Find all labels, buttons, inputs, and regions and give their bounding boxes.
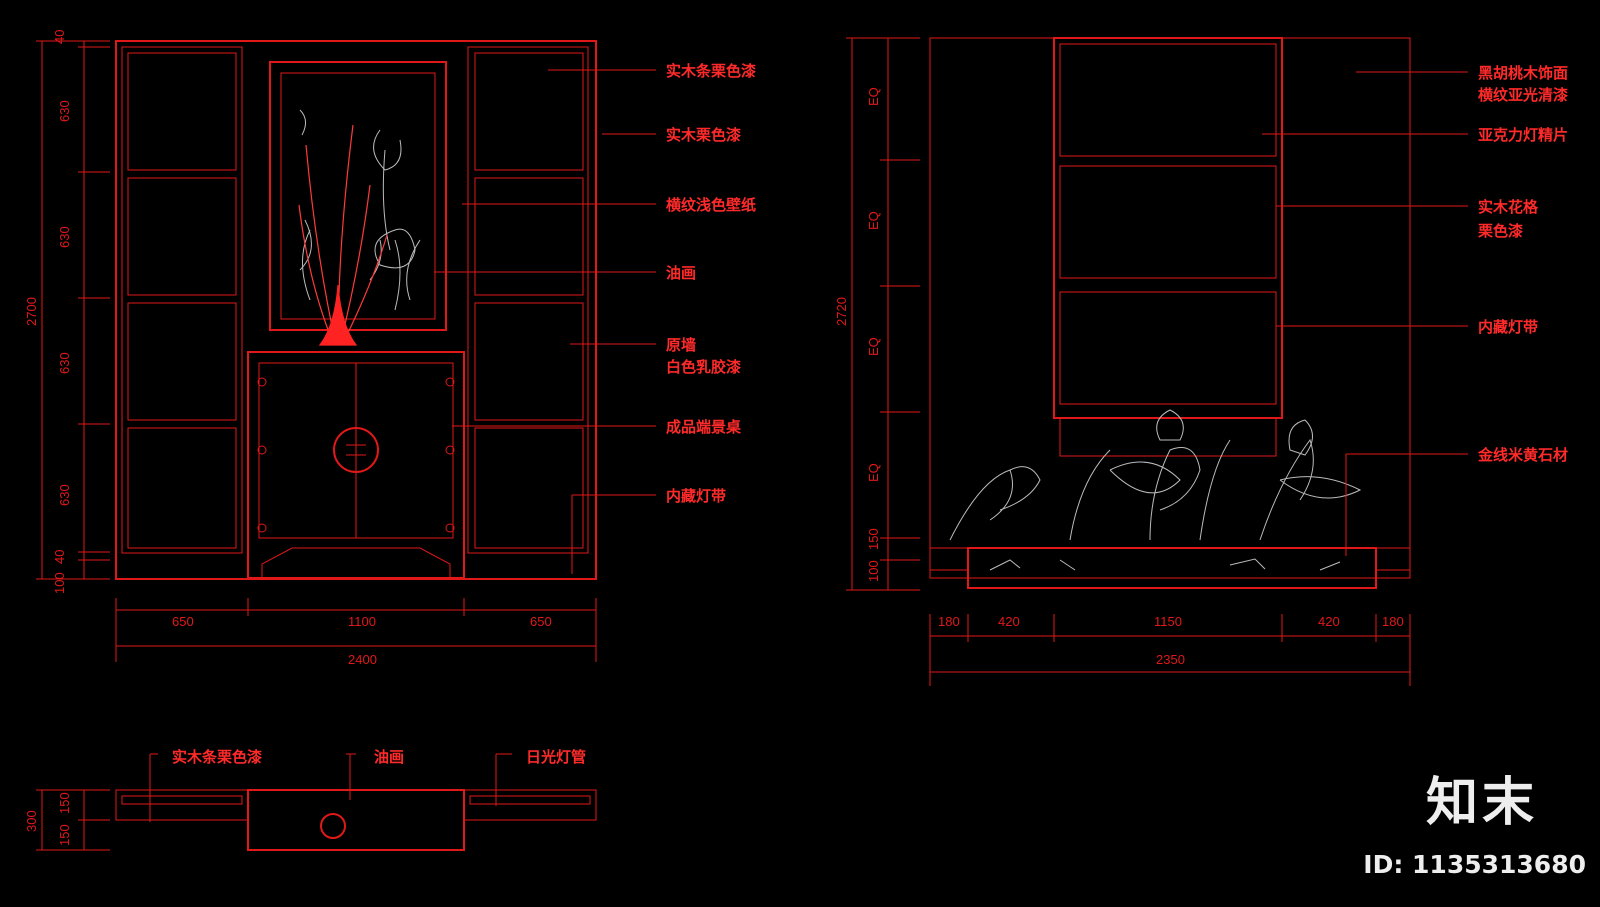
watermark-id: ID: 1135313680: [1363, 850, 1586, 879]
svg-text:630: 630: [57, 100, 72, 122]
svg-text:EQ: EQ: [866, 211, 881, 230]
label-1: 实木条栗色漆: [666, 62, 756, 80]
svg-text:1100: 1100: [348, 614, 376, 629]
svg-text:630: 630: [57, 226, 72, 248]
svg-text:180: 180: [1382, 614, 1404, 629]
label-3: 亚克力灯精片: [1478, 126, 1568, 144]
svg-text:150: 150: [57, 792, 72, 814]
svg-text:150: 150: [57, 824, 72, 846]
right-vertical-dims: EQ EQ EQ EQ 150 100 2720: [834, 87, 881, 582]
svg-text:2720: 2720: [834, 297, 849, 326]
svg-text:2700: 2700: [24, 297, 39, 326]
left-panel-frame: [121, 46, 243, 554]
label-6: 内藏灯带: [1478, 318, 1538, 336]
right-horizontal-dims: 180 420 1150 420 180 2350: [938, 614, 1404, 667]
left-labels: 实木条栗色漆 实木栗色漆 横纹浅色壁纸 油画 原墙 白色乳胶漆 成品端景桌 内藏…: [666, 62, 756, 505]
label-2: 横纹亚光清漆: [1478, 86, 1568, 104]
svg-text:EQ: EQ: [866, 87, 881, 106]
plan-labels: 实木条栗色漆 油画 日光灯管 150 150 300: [24, 748, 586, 846]
label-7: 成品端景桌: [666, 418, 742, 436]
svg-text:日光灯管: 日光灯管: [526, 748, 586, 766]
svg-text:油画: 油画: [374, 748, 404, 766]
svg-text:40: 40: [52, 550, 67, 564]
console-table: [247, 351, 465, 579]
svg-text:EQ: EQ: [866, 337, 881, 356]
svg-text:630: 630: [57, 352, 72, 374]
label-5: 原墙: [666, 336, 696, 354]
svg-text:2350: 2350: [1156, 652, 1185, 667]
svg-text:650: 650: [530, 614, 552, 629]
svg-text:1150: 1150: [1154, 614, 1182, 629]
left-vertical-dims: 40 630 630 630 630 40 100 2700: [24, 30, 72, 594]
vase-branches: [298, 124, 388, 346]
label-1: 黑胡桃木饰面: [1478, 64, 1568, 82]
label-2: 实木栗色漆: [666, 126, 741, 144]
svg-text:40: 40: [52, 30, 67, 44]
lotus-plants: [949, 409, 1362, 541]
svg-text:630: 630: [57, 484, 72, 506]
marble-base: [967, 547, 1377, 589]
label-4: 实木花格: [1478, 198, 1539, 216]
label-4: 油画: [666, 264, 696, 282]
plan-view: [36, 753, 597, 851]
svg-text:2400: 2400: [348, 652, 377, 667]
svg-text:100: 100: [52, 572, 67, 594]
right-labels: 黑胡桃木饰面 横纹亚光清漆 亚克力灯精片 实木花格 栗色漆 内藏灯带 金线米黄石…: [1477, 64, 1568, 464]
svg-text:180: 180: [938, 614, 960, 629]
label-3: 横纹浅色壁纸: [666, 196, 756, 214]
label-6: 白色乳胶漆: [666, 358, 741, 376]
label-5: 栗色漆: [1478, 222, 1523, 240]
svg-text:150: 150: [866, 528, 881, 550]
label-8: 内藏灯带: [666, 487, 726, 505]
svg-text:EQ: EQ: [866, 463, 881, 482]
watermark-logo: 知末: [1425, 773, 1538, 833]
left-horizontal-dims: 650 1100 650 2400: [172, 614, 552, 667]
svg-text:300: 300: [24, 810, 39, 832]
svg-text:420: 420: [1318, 614, 1340, 629]
svg-text:实木条栗色漆: 实木条栗色漆: [172, 748, 262, 766]
label-7: 金线米黄石材: [1477, 446, 1568, 464]
svg-text:420: 420: [998, 614, 1020, 629]
left-elevation: [36, 40, 656, 662]
svg-text:650: 650: [172, 614, 194, 629]
right-panel-frame: [467, 46, 589, 554]
oil-painting: [269, 61, 447, 331]
right-elevation: [846, 37, 1468, 686]
painting-flowers: [299, 109, 421, 311]
svg-text:100: 100: [866, 560, 881, 582]
